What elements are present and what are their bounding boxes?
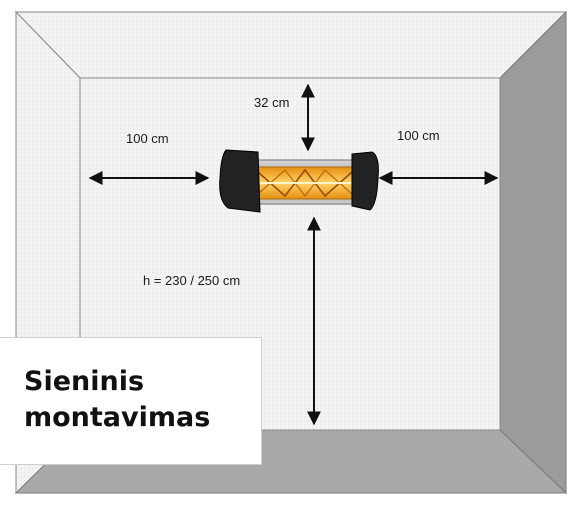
caption-line-2: montavimas <box>24 402 211 433</box>
mounting-height-label: h = 230 / 250 cm <box>143 273 241 288</box>
top-clearance-label: 32 cm <box>254 95 290 110</box>
right-wall <box>499 10 567 495</box>
left-clearance-label: 100 cm <box>126 131 169 146</box>
right-clearance-label: 100 cm <box>397 128 440 143</box>
ceiling <box>14 11 568 79</box>
caption-line-1: Sieninis <box>24 366 145 397</box>
caption-card: Sieninis montavimas <box>0 337 262 465</box>
infrared-heater-icon <box>219 149 379 213</box>
caption-title: Sieninis montavimas <box>24 364 210 436</box>
